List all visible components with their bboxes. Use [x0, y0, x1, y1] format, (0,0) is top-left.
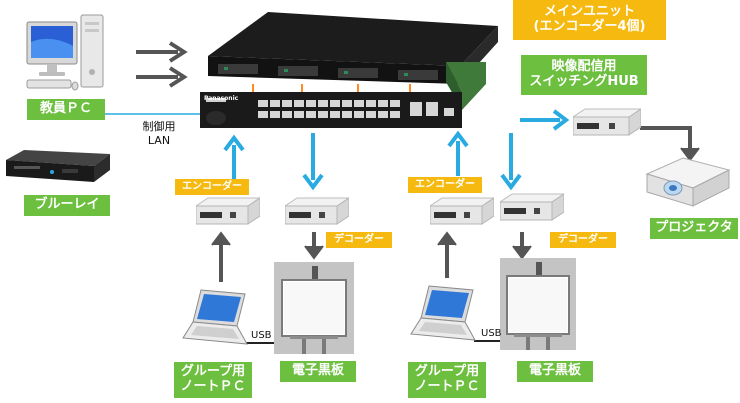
encoder-to-hub-arrow-right: [447, 130, 469, 176]
main-unit-label-line2: (エンコーダー4個): [533, 19, 646, 34]
decoder-label-right: デコーダー: [550, 232, 616, 248]
group-pc-label-line1: グループ用: [414, 364, 480, 380]
switching-hub-label-line1: 映像配信用: [551, 59, 617, 75]
usb-label-left: USB: [251, 330, 272, 341]
teacher-pc-label: 教員ＰＣ: [27, 99, 105, 120]
hub-to-decoder-arrow-left: [302, 133, 324, 191]
hub-to-projector-decoder-arrow: [520, 109, 570, 131]
bluray-label: ブルーレイ: [24, 195, 110, 216]
encoder-to-hub-arrow-left: [223, 134, 245, 180]
electronic-whiteboard-icon: [274, 262, 354, 354]
group-pc-label-line2: ノートＰＣ: [180, 379, 246, 394]
control-lan-label: 制御用 LAN: [134, 120, 184, 148]
decoder-icon: [500, 193, 564, 221]
whiteboard-label-right: 電子黒板: [517, 361, 593, 382]
decoder-icon: [573, 108, 641, 136]
projector-icon: [645, 157, 731, 207]
pc-to-main-arrow-1: [136, 41, 188, 63]
projector-label: プロジェクタ: [650, 218, 738, 239]
group-pc-label-line1: グループ用: [180, 364, 246, 380]
encoder-icon: [430, 197, 494, 225]
desktop-pc-icon: [26, 14, 104, 91]
switching-hub-label: 映像配信用 スイッチングHUB: [521, 55, 647, 95]
group-pc-label-line2: ノートＰＣ: [414, 379, 480, 394]
decoder-label-left: デコーダー: [326, 232, 392, 248]
control-lan-label-line1: 制御用: [142, 120, 176, 133]
switching-hub-icon: [200, 62, 486, 128]
decoder-to-whiteboard-arrow-right: [512, 232, 532, 260]
laptop-to-encoder-arrow-right: [437, 231, 457, 278]
pc-to-main-arrow-2: [136, 66, 188, 88]
encoder-icon: [196, 197, 260, 225]
laptop-icon: [410, 285, 476, 341]
main-unit-label-line1: メインユニット: [543, 4, 635, 20]
decoder-icon: [285, 197, 349, 225]
whiteboard-label-left: 電子黒板: [280, 361, 356, 382]
encoder-label-right: エンコーダー: [408, 177, 482, 193]
group-pc-label-right: グループ用 ノートＰＣ: [408, 362, 486, 398]
usb-label-right: USB: [481, 328, 502, 339]
laptop-icon: [182, 289, 248, 345]
hub-to-decoder-arrow-right: [500, 133, 522, 191]
main-unit-label: メインユニット (エンコーダー4個): [513, 0, 666, 40]
switching-hub-label-line2: スイッチングHUB: [529, 74, 639, 89]
laptop-to-encoder-arrow-left: [211, 231, 231, 282]
panasonic-logo-text: Panasonic: [204, 95, 239, 102]
decoder-to-whiteboard-arrow-left: [304, 232, 324, 260]
bluray-player-icon: [6, 150, 110, 182]
encoder-label-left: エンコーダー: [175, 179, 249, 195]
electronic-whiteboard-icon: [500, 258, 576, 350]
panasonic-logo-plate: [206, 98, 226, 102]
group-pc-label-left: グループ用 ノートＰＣ: [174, 362, 252, 398]
control-lan-label-line2: LAN: [147, 133, 171, 147]
